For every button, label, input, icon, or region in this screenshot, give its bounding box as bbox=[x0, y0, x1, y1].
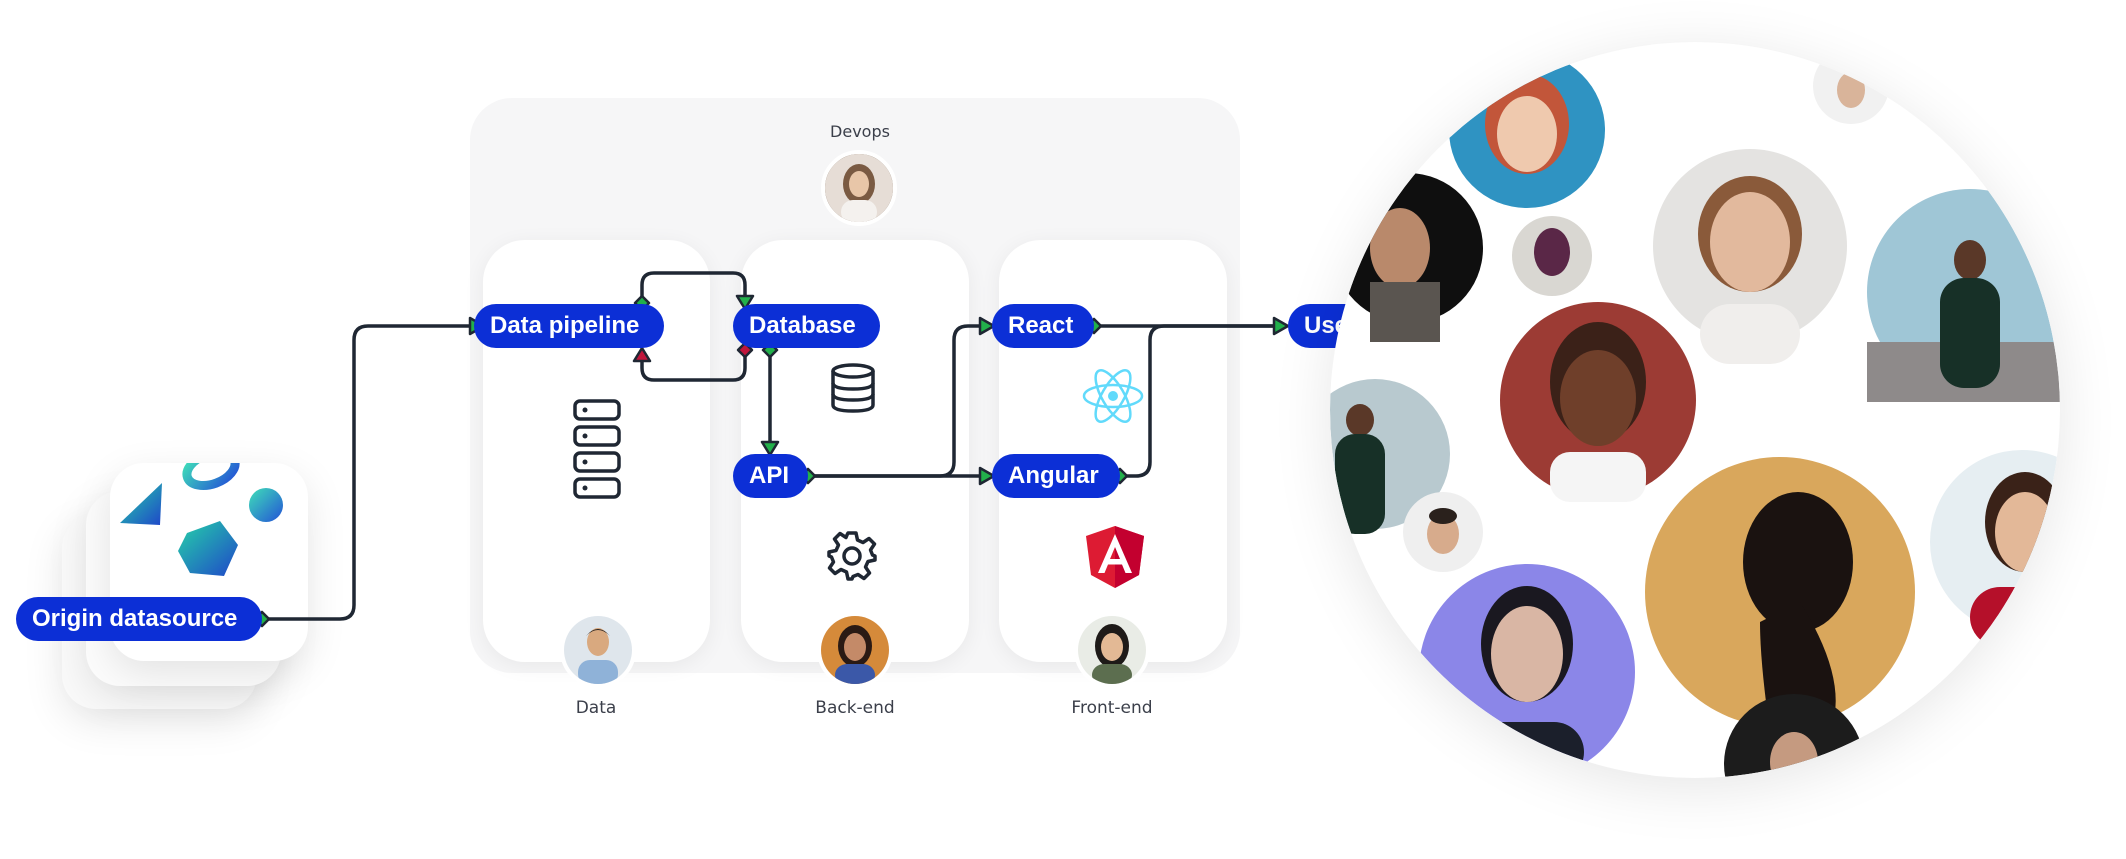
user-photo-9 bbox=[1403, 492, 1483, 572]
devops-label: Devops bbox=[830, 122, 890, 141]
backend-avatar bbox=[817, 612, 893, 688]
server-stack-icon bbox=[573, 399, 621, 499]
edge-api-to-react bbox=[806, 324, 987, 478]
api-node[interactable]: API bbox=[733, 454, 808, 498]
arrowhead-api bbox=[760, 440, 780, 457]
react-node[interactable]: React bbox=[992, 304, 1094, 348]
database-node[interactable]: Database bbox=[733, 304, 880, 348]
devops-avatar bbox=[821, 150, 897, 226]
angular-node[interactable]: Angular bbox=[992, 454, 1120, 498]
edge-origin-to-pipeline bbox=[260, 324, 472, 621]
react-logo-icon bbox=[1082, 369, 1144, 423]
edge-database-to-pipeline bbox=[640, 347, 747, 382]
arrowhead-pipeline-bottom bbox=[632, 346, 652, 363]
edge-angular-to-users bbox=[1118, 324, 1282, 478]
user-photo-10 bbox=[1645, 457, 1915, 732]
angular-logo-icon bbox=[1086, 526, 1144, 588]
frontend-caption: Front-end bbox=[1071, 698, 1153, 718]
arrowhead-database-top bbox=[735, 294, 755, 311]
data-pipeline-node[interactable]: Data pipeline bbox=[474, 304, 664, 348]
arrowhead-angular bbox=[978, 466, 996, 486]
origin-card-front bbox=[110, 463, 308, 661]
user-photo-4 bbox=[1653, 149, 1847, 364]
arrowhead-users bbox=[1272, 316, 1290, 336]
database-icon bbox=[831, 363, 875, 413]
backend-caption: Back-end bbox=[815, 698, 895, 718]
arrowhead-react bbox=[978, 316, 996, 336]
user-photo-3 bbox=[1512, 216, 1592, 296]
user-photo-7 bbox=[1500, 302, 1696, 502]
gear-icon bbox=[827, 531, 877, 581]
data-caption: Data bbox=[575, 698, 617, 718]
origin-datasource-node[interactable]: Origin datasource bbox=[16, 597, 262, 641]
users-cloud bbox=[1330, 42, 2060, 778]
edge-pipeline-to-database bbox=[640, 271, 747, 306]
data-avatar bbox=[560, 612, 636, 688]
frontend-avatar bbox=[1074, 612, 1150, 688]
geometric-shapes-icon bbox=[120, 463, 283, 576]
